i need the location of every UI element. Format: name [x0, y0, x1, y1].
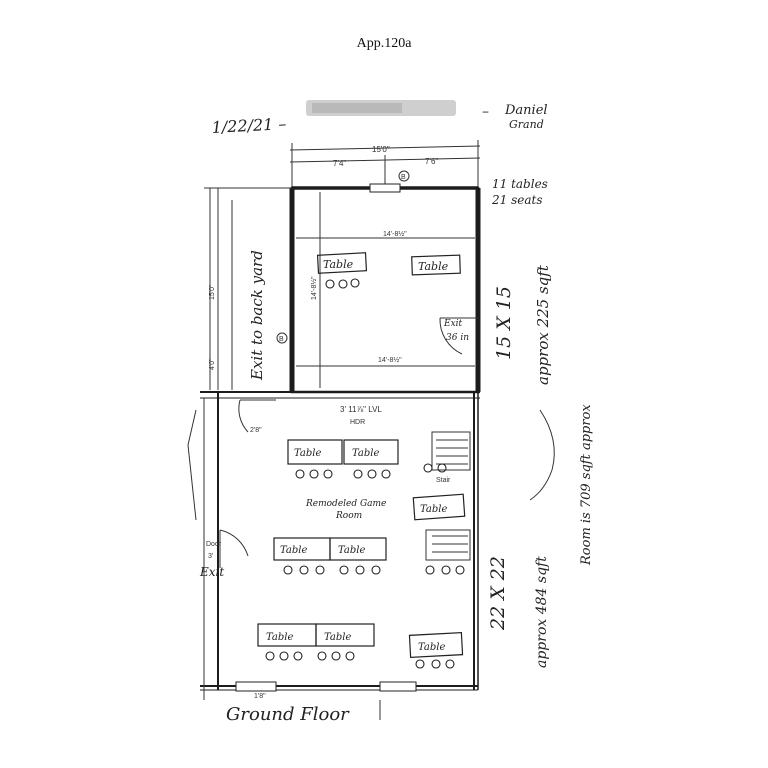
stair-note: Stair [436, 477, 451, 484]
svg-text:Table: Table [418, 642, 445, 653]
signature-line-1: Daniel [504, 103, 548, 118]
total-area: Room is 709 sqft approx [579, 404, 594, 566]
dim-right-width: 7'6" [425, 157, 438, 166]
table: Table [316, 252, 368, 274]
page-label: App.120a [356, 36, 412, 51]
date-text: 1/22/21 – [211, 114, 287, 137]
dim-overall-width: 15'0" [372, 145, 390, 154]
bottom-dim: 1'8" [254, 693, 266, 700]
svg-text:Table: Table [352, 448, 379, 459]
table: Table [343, 439, 399, 465]
signature-line-2: Grand [509, 118, 544, 131]
dim-side-mid: 4'0" [209, 358, 216, 370]
stairs [425, 431, 471, 561]
top-marker [398, 170, 410, 182]
left-marker [276, 332, 288, 344]
exit-lower-door: Door [206, 541, 222, 548]
top-room-size: 15 X 15 [493, 286, 515, 360]
dim-left-width: 7'4" [333, 159, 346, 168]
svg-text:Table: Table [323, 258, 354, 271]
dim-top-height: 14'-8½" [310, 276, 318, 300]
top-window [369, 183, 401, 193]
step-note: 3' 11⅞" LVL [340, 405, 382, 414]
exit-to-back-yard: Exit to back yard [248, 250, 266, 381]
lower-room-area: approx 484 sqft [534, 556, 550, 668]
table: Table [412, 493, 466, 521]
dim-bottom-inner: 14'-8½" [378, 356, 402, 364]
top-room-note-1: 11 tables [492, 177, 548, 191]
table: Table [329, 537, 387, 561]
dim-top-inner: 14'-8½" [383, 230, 407, 238]
top-room-note-2: 21 seats [491, 193, 542, 207]
redacted-name-part [312, 103, 402, 113]
table: Table [411, 254, 461, 276]
svg-text:Table: Table [420, 504, 447, 515]
exit-top-room-width: 36 in [446, 333, 469, 343]
table: Table [408, 632, 464, 658]
floor-label: Ground Floor [226, 704, 350, 725]
room-title-line-2: Room [335, 511, 362, 521]
table: Table [287, 439, 343, 465]
lower-room-size: 22 X 22 [487, 556, 509, 631]
bottom-window [235, 681, 277, 692]
svg-text:Table: Table [294, 448, 321, 459]
door-label: 2'8" [250, 427, 262, 434]
svg-text:Table: Table [418, 260, 449, 273]
redaction-dash: – [482, 104, 489, 120]
svg-text:Table: Table [324, 632, 351, 643]
step-note-2: HDR [350, 419, 365, 426]
table: Table [315, 623, 375, 647]
dim-side-top: 15'0" [209, 284, 216, 300]
left-marker-text: B [279, 336, 284, 343]
top-marker-text: B [401, 174, 406, 181]
table: Table [257, 623, 317, 647]
svg-text:Table: Table [338, 545, 365, 556]
exit-lower-width: 3' [208, 553, 213, 560]
room-title-line-1: Remodeled Game [305, 499, 386, 509]
bottom-window-2 [379, 681, 417, 692]
exit-lower-label: Exit [199, 565, 224, 579]
top-room-area: approx 225 sqft [534, 264, 552, 385]
svg-text:Table: Table [280, 545, 307, 556]
table: Table [273, 537, 331, 561]
exit-top-room: Exit [443, 319, 463, 329]
svg-text:Table: Table [266, 632, 293, 643]
